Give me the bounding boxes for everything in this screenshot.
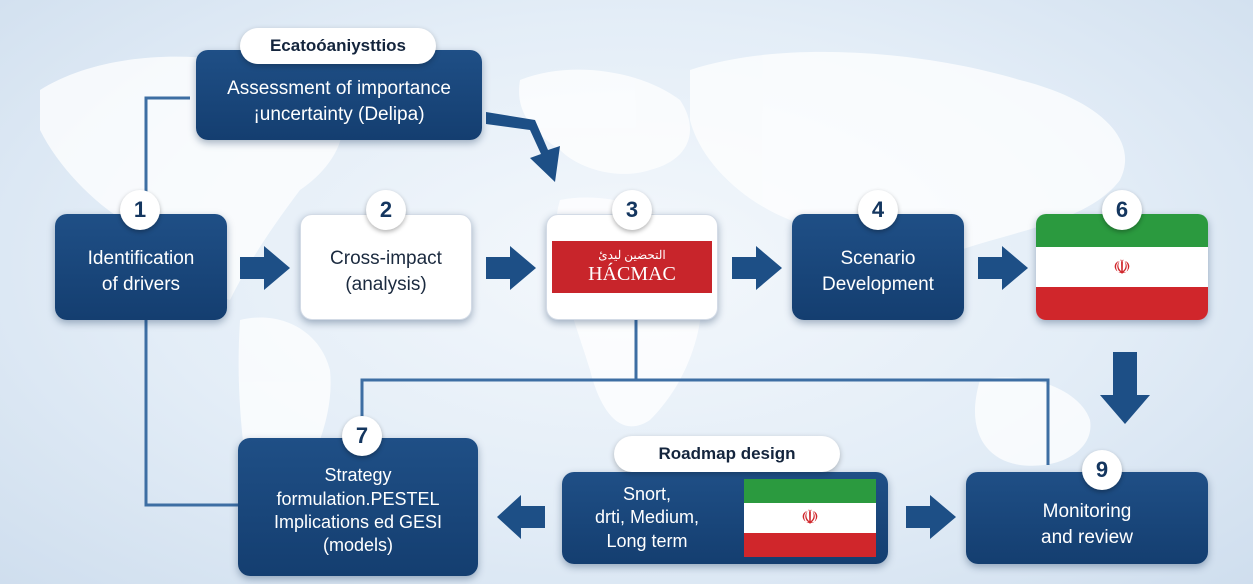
arrow-top-to-step3 [486,112,560,182]
step-9-box: Monitoring and review [966,472,1208,564]
roadmap-pill: Roadmap design [614,436,840,472]
step-4-line-1: Scenario [840,248,916,270]
arrow-3-to-4 [732,246,782,290]
step-2-box: Cross-impact (analysis) [300,214,472,320]
step-7-line-4: (models) [322,535,393,556]
step-6-emblem-icon: ☫ [1113,256,1131,279]
assessment-line-1: Assessment of importance [227,78,451,100]
step-3-arabic-text: التحضین لیدئ [598,248,666,263]
step-7-line-1: Strategy [324,465,392,486]
connector-step3-to-step9 [636,378,1050,465]
arrow-4-to-6 [978,246,1028,290]
step-9-line-1: Monitoring [1042,501,1132,523]
step-7-line-3: Implications ed GESI [273,512,443,532]
step-4-box: Scenario Development [792,214,964,320]
step-7-badge: 7 [342,416,382,456]
step-2-badge: 2 [366,190,406,230]
arrow-6-to-9 [1100,352,1150,424]
step-9-line-2: and review [1041,527,1133,548]
connector-step1-to-step7 [144,320,238,507]
step-3-red-banner: التحضین لیدئ HÁCMAC [552,241,712,293]
step-1-line-2: of drivers [101,274,181,295]
assessment-pill: Ecatoóaniysttios [240,28,436,64]
step-3-badge: 3 [612,190,652,230]
roadmap-flag: ☫ [744,479,876,557]
assessment-line-2: ¡uncertainty (Delipa) [253,104,425,125]
step-2-line-1: Cross-impact [330,248,442,270]
roadmap-line-2: drti, Medium, [594,507,700,528]
step-1-line-1: Identification [87,248,195,270]
arrow-roadmap-to-9 [906,495,956,539]
roadmap-box: Snort, drti, Medium, Long term ☫ [562,472,888,564]
step-4-badge: 4 [858,190,898,230]
connector-step3-to-step7 [360,320,638,422]
roadmap-line-1: Snort, [622,484,672,505]
roadmap-emblem-icon: ☫ [801,506,819,529]
step-3-label: HÁCMAC [588,262,676,285]
step-1-box: Identification of drivers [55,214,227,320]
arrow-roadmap-to-7 [497,495,545,539]
step-1-badge: 1 [120,190,160,230]
step-6-badge: 6 [1102,190,1142,230]
step-4-line-2: Development [822,274,934,295]
connector-top-to-step1 [144,96,190,200]
arrow-2-to-3 [486,246,536,290]
step-7-line-2: formulation.PESTEL [276,488,440,509]
arrow-1-to-2 [240,246,290,290]
step-7-box: Strategy formulation.PESTEL Implications… [238,438,478,576]
step-9-badge: 9 [1082,450,1122,490]
roadmap-text: Snort, drti, Medium, Long term [562,483,732,552]
roadmap-line-3: Long term [606,530,688,551]
assessment-box: Assessment of importance ¡uncertainty (D… [196,50,482,140]
step-3-box: التحضین لیدئ HÁCMAC [546,214,718,320]
step-2-line-2: (analysis) [345,274,427,295]
